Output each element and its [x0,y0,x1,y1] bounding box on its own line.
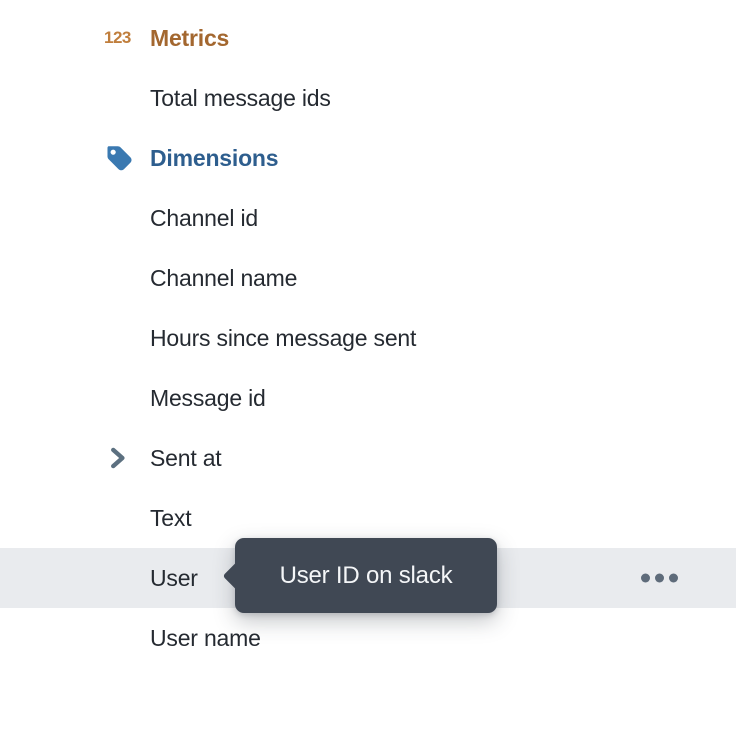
field-item-sent-at[interactable]: Sent at [0,428,736,488]
field-item-label: Text [150,504,192,531]
field-item-channel-name[interactable]: Channel name [0,248,736,308]
metrics-section-label: Metrics [150,24,230,51]
field-item-label: Message id [150,384,266,411]
tooltip-text: User ID on slack [279,561,453,589]
numeric-123-icon: 123 [104,28,131,47]
field-item-label: Total message ids [150,84,331,111]
field-item-channel-id[interactable]: Channel id [0,188,736,248]
field-item-label: Hours since message sent [150,324,417,351]
field-item-total-message-ids[interactable]: Total message ids [0,68,736,128]
field-item-text[interactable]: Text [0,488,736,548]
field-item-label: Channel id [150,204,258,231]
field-item-label: User name [150,624,261,651]
field-item-user-name[interactable]: User name [0,608,736,668]
metrics-section-header[interactable]: 123 Metrics [0,8,736,68]
dimensions-section-label: Dimensions [150,144,279,171]
field-item-label: Sent at [150,444,222,471]
field-item-hours-since-message-sent[interactable]: Hours since message sent [0,308,736,368]
field-item-label: Channel name [150,264,298,291]
field-description-tooltip: User ID on slack [222,538,497,613]
dimensions-section-header[interactable]: Dimensions [0,128,736,188]
chevron-right-icon[interactable] [104,445,150,471]
field-item-label: User [150,564,198,591]
tag-icon [104,143,150,174]
field-item-message-id[interactable]: Message id [0,368,736,428]
more-options-icon[interactable] [641,573,678,583]
